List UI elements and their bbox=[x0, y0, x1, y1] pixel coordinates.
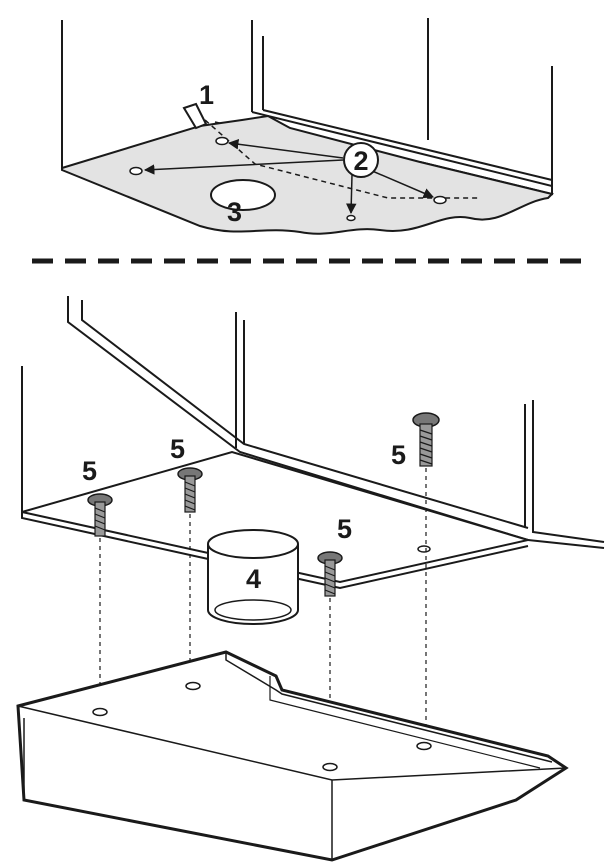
hood-hole-1 bbox=[92, 707, 108, 717]
cabinet-diagonal-edge bbox=[67, 296, 529, 541]
hood-top bbox=[16, 650, 569, 862]
screw-hole-left bbox=[129, 166, 143, 176]
callout-5-rear-right: 5 bbox=[391, 440, 406, 470]
callout-5-rear-left: 5 bbox=[170, 434, 185, 464]
top-panel-cabinet-underside: 1 2 3 bbox=[61, 18, 554, 235]
arrow-to-hole-top-left bbox=[227, 139, 344, 159]
mounting-template bbox=[61, 114, 554, 235]
callout-5-front-left: 5 bbox=[82, 456, 97, 486]
hood-front-face bbox=[23, 718, 333, 860]
cabinet-hole-right bbox=[417, 545, 431, 553]
cabinet-right-edge bbox=[524, 400, 605, 549]
arrow-to-hole-right bbox=[369, 169, 434, 199]
callout-3: 3 bbox=[227, 197, 242, 227]
hood-outline-dashed bbox=[204, 119, 480, 199]
duct-cutout bbox=[210, 179, 276, 211]
screw-front-right bbox=[317, 551, 343, 597]
screw-hole-top-left bbox=[215, 136, 229, 146]
callout-2-circle bbox=[343, 142, 379, 178]
cabinet-bottom-front bbox=[21, 512, 529, 590]
range-hood-body bbox=[16, 650, 569, 862]
hood-rear-ridge bbox=[225, 652, 553, 763]
screw-front-left bbox=[87, 493, 113, 537]
screw-rear-left bbox=[177, 467, 203, 513]
arrow-to-hole-front bbox=[346, 174, 357, 215]
callout-4: 4 bbox=[246, 564, 261, 594]
hood-hole-4 bbox=[416, 741, 432, 751]
template-tab bbox=[182, 102, 208, 130]
screw-hole-front bbox=[346, 214, 356, 222]
duct-collar bbox=[207, 529, 299, 625]
hood-hole-2 bbox=[185, 681, 201, 691]
hood-rear-step bbox=[269, 676, 541, 769]
hood-hole-3 bbox=[322, 762, 338, 772]
screw-hole-right bbox=[433, 195, 447, 205]
callout-1: 1 bbox=[199, 80, 214, 110]
screw-rear-right bbox=[412, 412, 440, 467]
arrow-to-hole-left bbox=[143, 159, 344, 175]
callout-2: 2 bbox=[353, 146, 368, 176]
callout-5-front-right: 5 bbox=[337, 514, 352, 544]
bottom-panel-hood-attachment: 4 5 5 5 5 bbox=[16, 296, 605, 862]
